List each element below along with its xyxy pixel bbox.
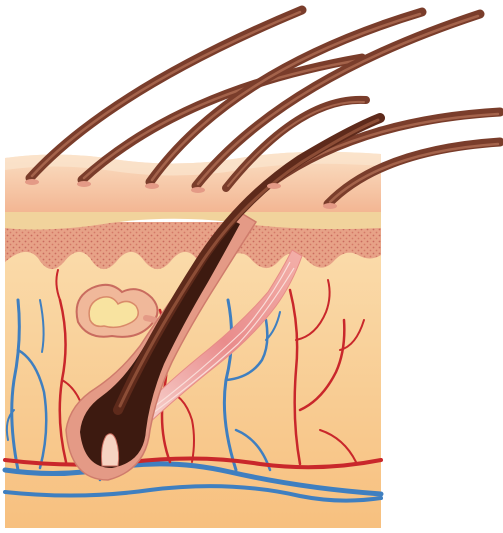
skin-diagram (0, 0, 503, 533)
skin-cross-section-illustration (0, 0, 503, 533)
